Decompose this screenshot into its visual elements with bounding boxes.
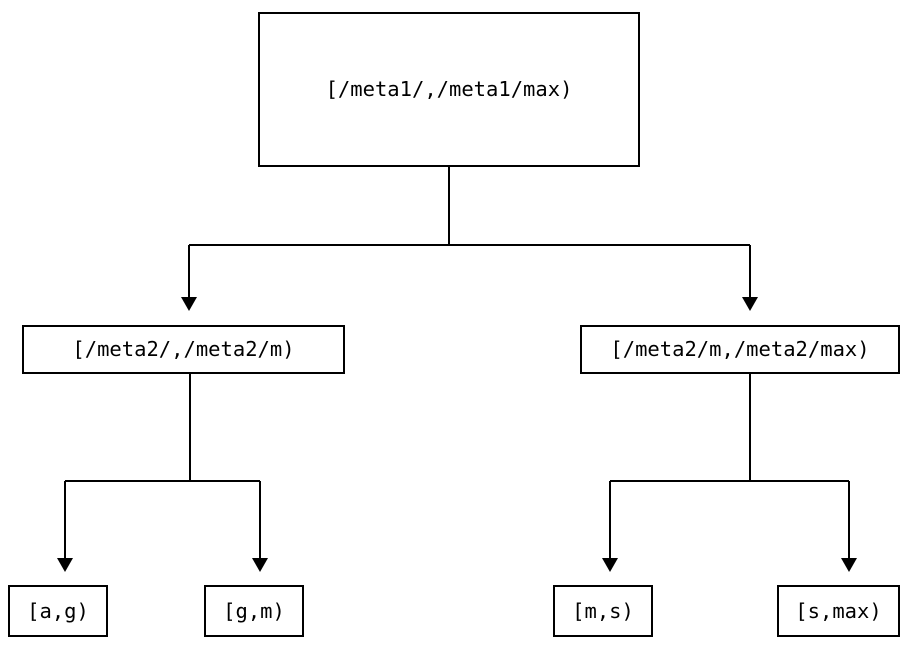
arrowhead-midleft-to-leaf2 (252, 558, 268, 572)
tree-node-leaf-m-s-label: [m,s) (572, 598, 634, 623)
tree-node-mid-right[interactable]: [/meta2/m,/meta2/max) (580, 325, 900, 374)
tree-node-mid-right-label: [/meta2/m,/meta2/max) (610, 337, 870, 362)
arrowhead-root-to-midright (742, 297, 758, 311)
tree-node-mid-left-label: [/meta2/,/meta2/m) (72, 337, 295, 362)
tree-node-leaf-g-m[interactable]: [g,m) (204, 585, 304, 637)
tree-node-root-label: [/meta1/,/meta1/max) (325, 77, 573, 102)
tree-node-leaf-a-g-label: [a,g) (27, 598, 89, 623)
tree-node-leaf-a-g[interactable]: [a,g) (8, 585, 108, 637)
tree-node-leaf-g-m-label: [g,m) (223, 598, 285, 623)
tree-node-leaf-s-max-label: [s,max) (795, 598, 882, 623)
tree-node-root[interactable]: [/meta1/,/meta1/max) (258, 12, 640, 167)
tree-node-mid-left[interactable]: [/meta2/,/meta2/m) (22, 325, 345, 374)
tree-node-leaf-m-s[interactable]: [m,s) (553, 585, 653, 637)
arrowhead-root-to-midleft (181, 297, 197, 311)
tree-node-leaf-s-max[interactable]: [s,max) (777, 585, 900, 637)
arrowhead-midright-to-leaf3 (602, 558, 618, 572)
arrowhead-midright-to-leaf4 (841, 558, 857, 572)
arrowhead-midleft-to-leaf1 (57, 558, 73, 572)
